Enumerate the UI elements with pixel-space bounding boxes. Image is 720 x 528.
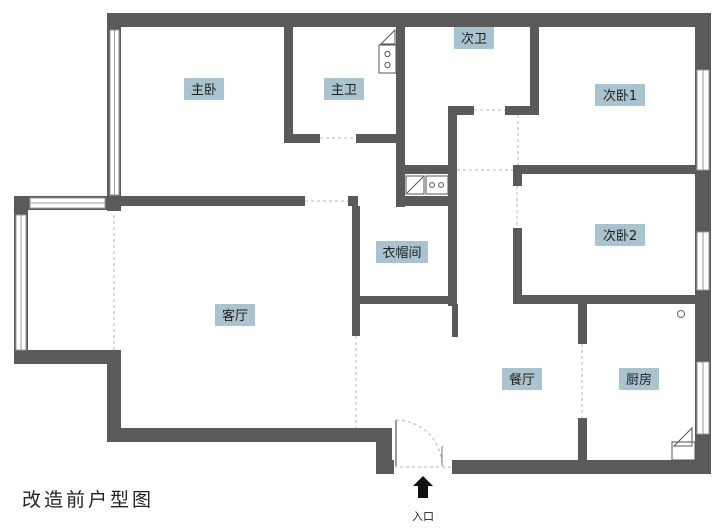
windows	[15, 29, 710, 435]
room-label: 主卧	[191, 83, 217, 98]
plan-caption: 改造前户型图	[22, 489, 154, 511]
kitchen-corner-icon	[671, 426, 696, 461]
entrance-arrow-icon	[413, 476, 433, 498]
room-tag-kitchen: 厨房	[619, 368, 659, 390]
room-tag-cloakroom: 衣帽间	[376, 241, 428, 263]
room-label: 次卧2	[603, 228, 637, 244]
room-tag-second-bedroom-2: 次卧2	[595, 224, 645, 246]
room-label: 客厅	[222, 308, 248, 324]
kitchen-vent-icon	[677, 310, 685, 318]
room-label: 厨房	[626, 372, 652, 388]
room-tag-second-bath: 次卫	[454, 27, 494, 49]
room-tag-master-bedroom: 主卧	[184, 78, 224, 100]
room-tag-dining-room: 餐厅	[502, 368, 542, 390]
room-label: 主卫	[331, 83, 357, 98]
interior-walls	[121, 27, 695, 460]
openings	[113, 109, 583, 468]
room-label: 次卧1	[603, 88, 637, 104]
room-label: 餐厅	[509, 372, 535, 388]
room-label: 次卫	[461, 31, 487, 47]
room-tag-living-room: 客厅	[215, 304, 255, 326]
sink-icon	[405, 175, 449, 195]
room-tag-master-bath: 主卫	[324, 78, 364, 100]
room-label: 衣帽间	[382, 245, 421, 261]
entrance-label: 入口	[412, 510, 434, 523]
door-swing-icon	[395, 419, 443, 467]
room-tag-second-bedroom-1: 次卧1	[595, 84, 645, 106]
toilet-icon	[378, 28, 397, 74]
